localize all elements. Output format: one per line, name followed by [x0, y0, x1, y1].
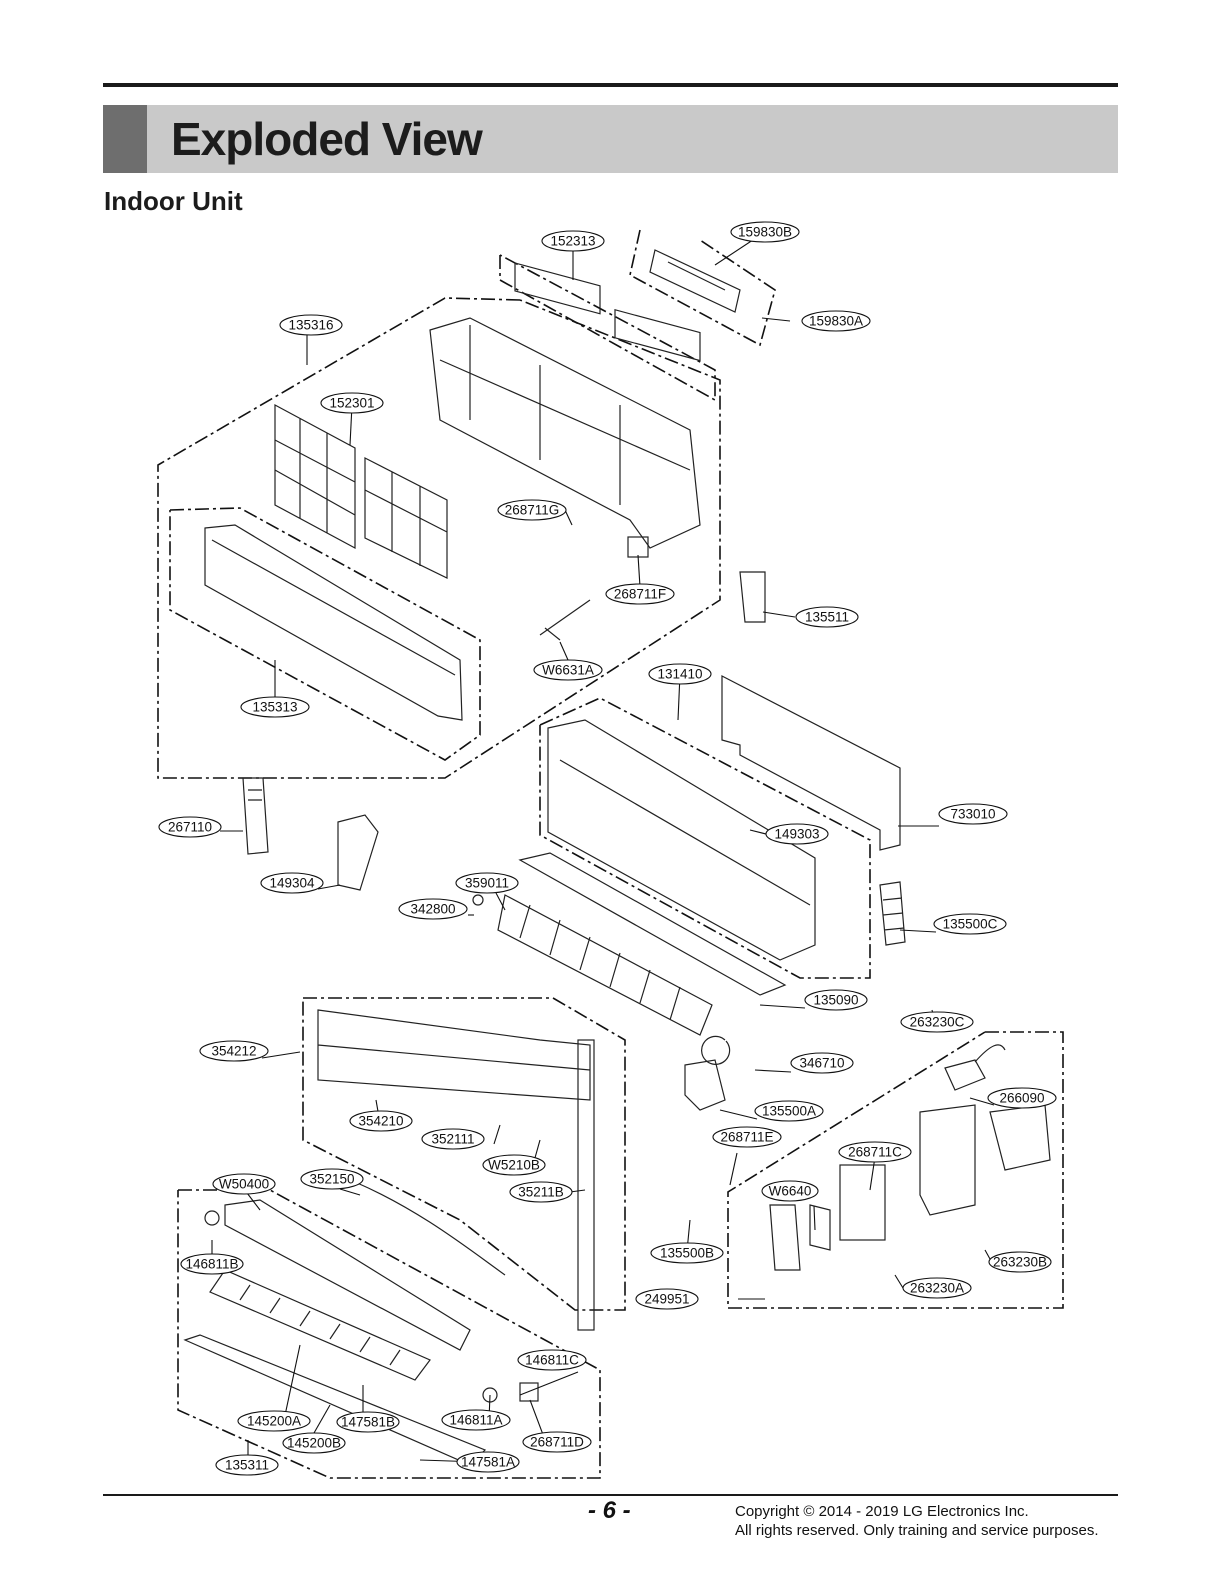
callout-W6631A: W6631A: [542, 663, 594, 678]
air-purifier-group-boundary: [629, 229, 776, 347]
callout-352150: 352150: [309, 1172, 354, 1187]
callout-152301: 152301: [329, 396, 374, 411]
callout-135090: 135090: [813, 993, 858, 1008]
front-grille-group-boundary: [169, 507, 481, 761]
air-filter-left: [274, 403, 356, 550]
evaporator-coil: [317, 1009, 591, 1101]
air-purifier-module: [649, 249, 741, 313]
section-subtitle: Indoor Unit: [104, 186, 243, 216]
callout-342800: 342800: [410, 902, 455, 917]
callout-733010: 733010: [950, 807, 995, 822]
callout-W5210B: W5210B: [488, 1158, 540, 1173]
callout-263230C: 263230C: [910, 1015, 965, 1030]
callout-249951: 249951: [644, 1292, 689, 1307]
callout-263230B: 263230B: [993, 1255, 1047, 1270]
title-banner: Exploded View: [103, 105, 1118, 173]
callout-354212: 354212: [211, 1044, 256, 1059]
copyright-line-1: Copyright © 2014 - 2019 LG Electronics I…: [735, 1503, 1029, 1520]
step-motor-left: [204, 1210, 220, 1226]
callout-359011: 359011: [465, 876, 509, 891]
callout-146811A: 146811A: [449, 1413, 502, 1428]
callout-268711D: 268711D: [530, 1435, 584, 1450]
filter-sheet-group-boundary: [499, 254, 716, 402]
installation-plate: [721, 675, 901, 851]
callout-147581A: 147581A: [461, 1455, 515, 1470]
callout-135311: 135311: [225, 1458, 269, 1473]
callout-146811B: 146811B: [185, 1257, 238, 1272]
vertical-vane-assembly: [209, 1269, 431, 1381]
callout-354210: 354210: [358, 1114, 403, 1129]
side-grille-piece: [879, 881, 906, 946]
motor-holder: [684, 1059, 726, 1111]
discharge-frame: [224, 1199, 471, 1351]
copyright-line-2: All rights reserved. Only training and s…: [735, 1522, 1099, 1539]
filter-sheet-left: [514, 262, 601, 315]
main-pcb: [839, 1164, 886, 1241]
callout-145200A: 145200A: [247, 1414, 301, 1429]
callout-135313: 135313: [252, 700, 297, 715]
display-wire: [539, 599, 591, 641]
callout-266090: 266090: [999, 1091, 1044, 1106]
filter-sheet-right: [614, 309, 701, 362]
callout-135500A: 135500A: [762, 1104, 816, 1119]
callout-352111: 352111: [431, 1132, 474, 1147]
side-cover-bracket: [739, 571, 766, 623]
control-box-group-boundary: [727, 1031, 1064, 1309]
callout-labels: [158, 221, 1057, 1476]
callout-152313: 152313: [550, 234, 595, 249]
cross-flow-fan: [497, 894, 713, 1036]
transformer-module: [944, 1044, 1006, 1091]
top-rule: [103, 83, 1118, 87]
callout-W50400: W50400: [219, 1177, 269, 1192]
callout-135316: 135316: [288, 318, 333, 333]
refrigerant-pipe: [577, 1039, 595, 1331]
callout-159830A: 159830A: [809, 314, 863, 329]
callout-135500C: 135500C: [943, 917, 998, 932]
copyright-notice: Copyright © 2014 - 2019 LG Electronics I…: [735, 1502, 1099, 1540]
callout-35211B: 35211B: [518, 1185, 564, 1200]
callout-149304: 149304: [269, 876, 315, 891]
vane-pcb: [519, 1382, 539, 1402]
bottom-rule: [103, 1494, 1118, 1496]
callout-149303: 149303: [774, 827, 819, 842]
fan-motor: [701, 1035, 731, 1065]
control-box-cover: [989, 1104, 1051, 1171]
fan-bearing: [472, 894, 484, 906]
callout-268711C: 268711C: [848, 1145, 902, 1160]
callout-346710: 346710: [799, 1056, 844, 1071]
callout-W6640: W6640: [769, 1184, 812, 1199]
remote-holder: [337, 814, 379, 891]
evaporator-group-boundary: [302, 997, 626, 1311]
drain-pan-bar: [518, 852, 787, 996]
callout-135511: 135511: [805, 610, 849, 625]
remote-controller: [242, 777, 269, 855]
drain-hose: [354, 1181, 506, 1276]
callout-267110: 267110: [168, 820, 212, 835]
callout-147581B: 147581B: [341, 1415, 395, 1430]
callout-146811C: 146811C: [525, 1353, 579, 1368]
callout-131410: 131410: [657, 667, 702, 682]
callout-268711E: 268711E: [720, 1130, 773, 1145]
pcb-bracket: [769, 1204, 801, 1271]
terminal-block: [809, 1204, 831, 1251]
chassis-group-boundary: [539, 697, 871, 979]
control-box-case: [919, 1104, 976, 1216]
callout-135500B: 135500B: [660, 1246, 714, 1261]
front-panel-housing: [429, 317, 701, 549]
callout-145200B: 145200B: [287, 1436, 341, 1451]
page-number: - 6 -: [588, 1497, 631, 1524]
air-filter-right: [364, 457, 448, 579]
front-panel-group-boundary: [157, 297, 721, 779]
callout-263230A: 263230A: [910, 1281, 964, 1296]
callout-159830B: 159830B: [738, 225, 792, 240]
front-grille-panel: [204, 524, 463, 721]
chassis-body: [547, 719, 816, 961]
page-title: Exploded View: [171, 113, 483, 165]
callout-268711F: 268711F: [614, 587, 666, 602]
discharge-group-boundary: [177, 1189, 601, 1479]
callout-268711G: 268711G: [505, 503, 560, 518]
banner-accent-block: [103, 105, 147, 173]
